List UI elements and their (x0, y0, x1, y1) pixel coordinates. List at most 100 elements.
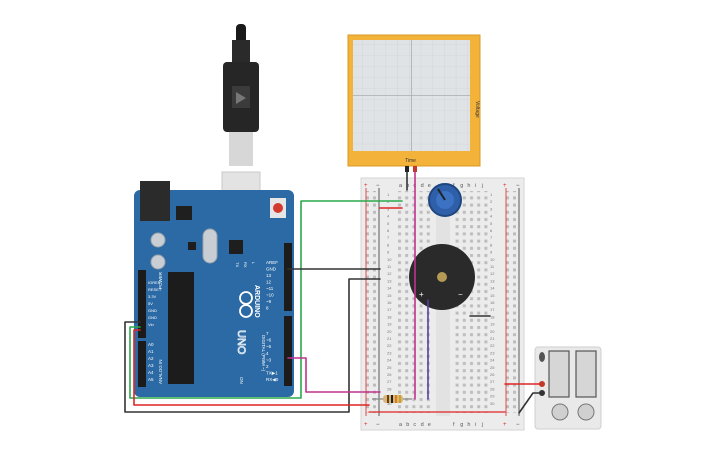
wire-red-bottom[interactable] (133, 329, 370, 406)
row-number-right: 2 (490, 199, 493, 204)
wire-green-5v[interactable] (129, 200, 403, 399)
row-number-left: 10 (387, 257, 392, 262)
column-letter-top: i (475, 183, 476, 189)
microcontroller-chip (168, 272, 194, 384)
module-knob-left[interactable] (551, 403, 569, 421)
piezo-center (437, 272, 447, 282)
column-letter-bottom: a (399, 422, 403, 428)
piezo-buzzer[interactable]: + − (409, 244, 475, 310)
digital-pin-label: TX▶1 (266, 371, 278, 376)
analog-pin-label: A4 (148, 370, 154, 375)
module-knob-right[interactable] (577, 403, 595, 421)
row-number-right: 27 (490, 379, 495, 384)
row-number-left: 19 (387, 322, 392, 327)
row-number-right: 9 (490, 250, 493, 255)
row-number-right: 16 (490, 300, 495, 305)
row-number-left: 22 (387, 343, 392, 348)
digital-pin-label: ~10 (266, 293, 274, 298)
analog-header[interactable] (138, 341, 146, 387)
rail-plus-label-top-left: + (364, 183, 368, 189)
digital-pin-label: ~5 (266, 344, 272, 349)
digital-header-top[interactable] (284, 243, 292, 311)
row-number-right: 7 (490, 235, 493, 240)
piezo-minus-label: − (458, 290, 463, 299)
analog-pin-label: A2 (148, 356, 154, 361)
row-number-right: 18 (490, 314, 495, 319)
digital-header-bottom[interactable] (284, 316, 292, 386)
digital-pin-label: 4 (266, 351, 269, 356)
row-number-right: 22 (490, 343, 495, 348)
row-number-left: 5 (387, 221, 390, 226)
usb-cable[interactable] (221, 24, 261, 219)
arduino-brand-text: ARDUINO (253, 285, 260, 318)
row-number-right: 6 (490, 228, 493, 233)
wire-black-gnd-loop[interactable] (124, 278, 381, 413)
analog-pin-label: A5 (148, 377, 154, 382)
potentiometer-knob-indicator (437, 188, 446, 201)
row-number-left: 18 (387, 314, 392, 319)
left-power-rail[interactable] (364, 191, 380, 413)
digital-pin-label: 2 (266, 364, 269, 369)
power-pin-label: 3.3V (148, 294, 157, 299)
rail-minus-label-top-left: − (376, 183, 380, 189)
row-number-right: 17 (490, 307, 495, 312)
row-number-right: 12 (490, 271, 495, 276)
rail-plus-label-bottom-right: + (503, 422, 507, 428)
power-jack[interactable] (140, 181, 170, 221)
scope-probe-positive[interactable] (413, 166, 417, 172)
oscilloscope[interactable]: Voltage Time (347, 34, 481, 172)
row-number-right: 30 (490, 401, 495, 406)
column-letter-top: a (399, 183, 403, 189)
resistor[interactable] (372, 395, 412, 403)
digital-pin-label: 12 (266, 280, 272, 285)
digital-pin-label: 8 (266, 306, 269, 311)
row-number-left: 11 (387, 264, 392, 269)
row-number-left: 23 (387, 350, 392, 355)
row-number-right: 28 (490, 386, 495, 391)
scope-probe-negative[interactable] (405, 166, 409, 172)
power-pin-label: 5V (148, 301, 153, 306)
wire-black-module[interactable] (518, 392, 541, 414)
led-label: L (251, 262, 256, 265)
row-number-left: 20 (387, 329, 392, 334)
arduino-logo (239, 291, 253, 318)
digital-pin-label: ~3 (266, 357, 272, 362)
usb-icon (236, 92, 246, 104)
row-number-left: 12 (387, 271, 392, 276)
row-number-right: 24 (490, 358, 495, 363)
rail-minus-label-bottom-left: − (376, 422, 380, 428)
right-power-rail[interactable] (504, 191, 520, 413)
row-number-left: 16 (387, 300, 392, 305)
column-letter-bottom: d (421, 422, 424, 428)
row-number-right: 23 (490, 350, 495, 355)
row-number-right: 8 (490, 242, 493, 247)
column-letter-bottom: g (460, 422, 463, 428)
power-pin-label: GND (148, 315, 157, 320)
row-number-right: 10 (490, 257, 495, 262)
potentiometer[interactable] (428, 183, 462, 217)
column-letter-bottom: h (467, 422, 470, 428)
row-number-left: 25 (387, 365, 392, 370)
breadboard[interactable]: aabbccddeeffgghhiijj 1122334455667788991… (360, 177, 525, 431)
power-header[interactable] (138, 270, 146, 338)
row-number-right: 11 (490, 264, 495, 269)
arduino-uno[interactable]: ARDUINO UNO POWER ANALOG IN DIGITAL (PWM… (134, 181, 294, 397)
oscilloscope-voltage-label: Voltage (474, 101, 480, 118)
wires[interactable] (124, 171, 541, 414)
power-header-label: POWER (158, 271, 163, 289)
digital-pin-label: RX◀0 (266, 377, 279, 382)
digital-pin-label: GND (266, 267, 277, 272)
analog-header-label: ANALOG IN (158, 359, 163, 384)
power-pin-label: RESET (148, 287, 162, 292)
row-number-left: 14 (387, 286, 392, 291)
column-letter-top: j (481, 183, 483, 189)
multimeter-module[interactable] (534, 346, 602, 430)
row-number-right: 13 (490, 278, 495, 283)
wire-magenta-signal[interactable] (287, 357, 381, 393)
row-number-left: 21 (387, 336, 392, 341)
